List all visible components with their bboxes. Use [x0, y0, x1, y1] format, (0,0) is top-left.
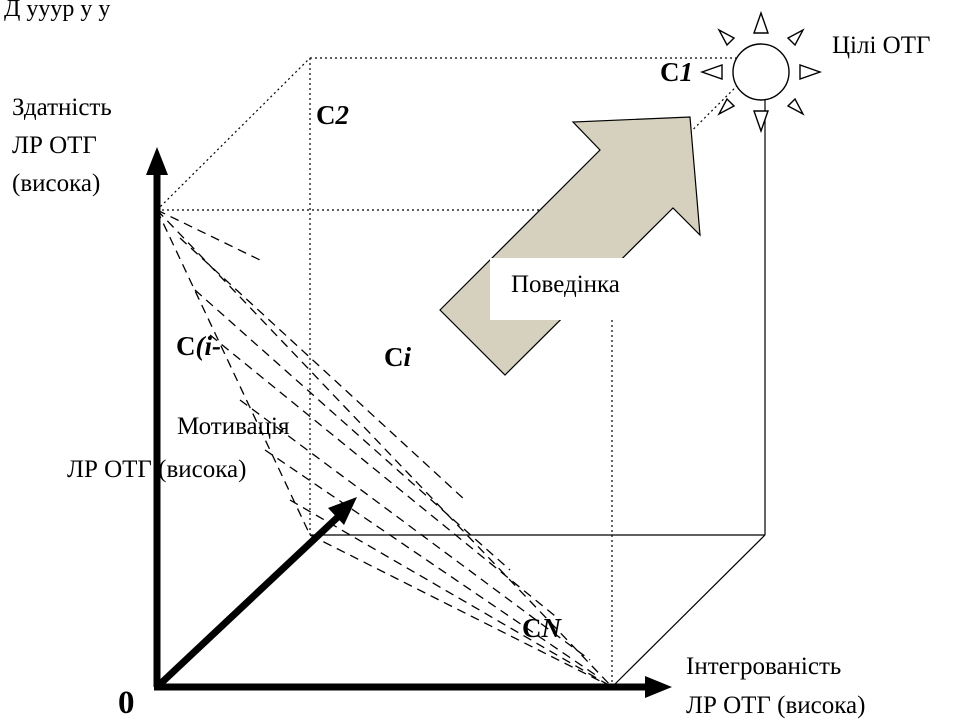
- label-c2: C2: [316, 100, 349, 130]
- goal-label: Цілі ОТГ: [832, 32, 930, 59]
- vertical-axis-label-line2: ЛР ОТГ: [12, 132, 97, 159]
- behavior-label: Поведінка: [511, 271, 620, 298]
- horizontal-axis-label-line2: ЛР ОТГ (висока): [686, 692, 865, 719]
- behavior-label-bg: [490, 258, 682, 320]
- vertical-axis-label-line3: (висока): [12, 170, 100, 197]
- depth-axis-label-line1: Мотивація: [177, 413, 290, 440]
- horizontal-axis-label-line1: Інтегрованість: [686, 653, 841, 680]
- label-c-i-minus: C(i-: [176, 331, 221, 361]
- vertical-axis-label: Здатність ЛР ОТГ (висока): [12, 94, 112, 197]
- vertical-axis-arrowhead: [146, 147, 168, 175]
- header-text: Д ууур у у: [4, 0, 110, 22]
- origin-label: 0: [118, 685, 135, 721]
- cube-solid-edges: [310, 58, 766, 688]
- vertical-axis-label-line1: Здатність: [12, 94, 112, 121]
- depth-axis-label: Мотивація ЛР ОТГ (висока): [67, 413, 290, 483]
- label-cn: CN: [522, 613, 563, 643]
- depth-axis-arrowhead: [328, 497, 357, 525]
- depth-axis: [154, 512, 343, 690]
- dashed-projection-lines: [156, 209, 613, 688]
- label-ci: Ci: [384, 342, 412, 372]
- horizontal-axis-label: Інтегрованість ЛР ОТГ (висока): [686, 653, 865, 719]
- label-c1: C1: [660, 57, 693, 87]
- sun-icon: [699, 10, 823, 134]
- horizontal-axis-arrowhead: [645, 676, 672, 698]
- behavior-arrow: [439, 116, 701, 376]
- depth-axis-label-line2: ЛР ОТГ (висока): [67, 456, 246, 483]
- axes: [146, 147, 672, 698]
